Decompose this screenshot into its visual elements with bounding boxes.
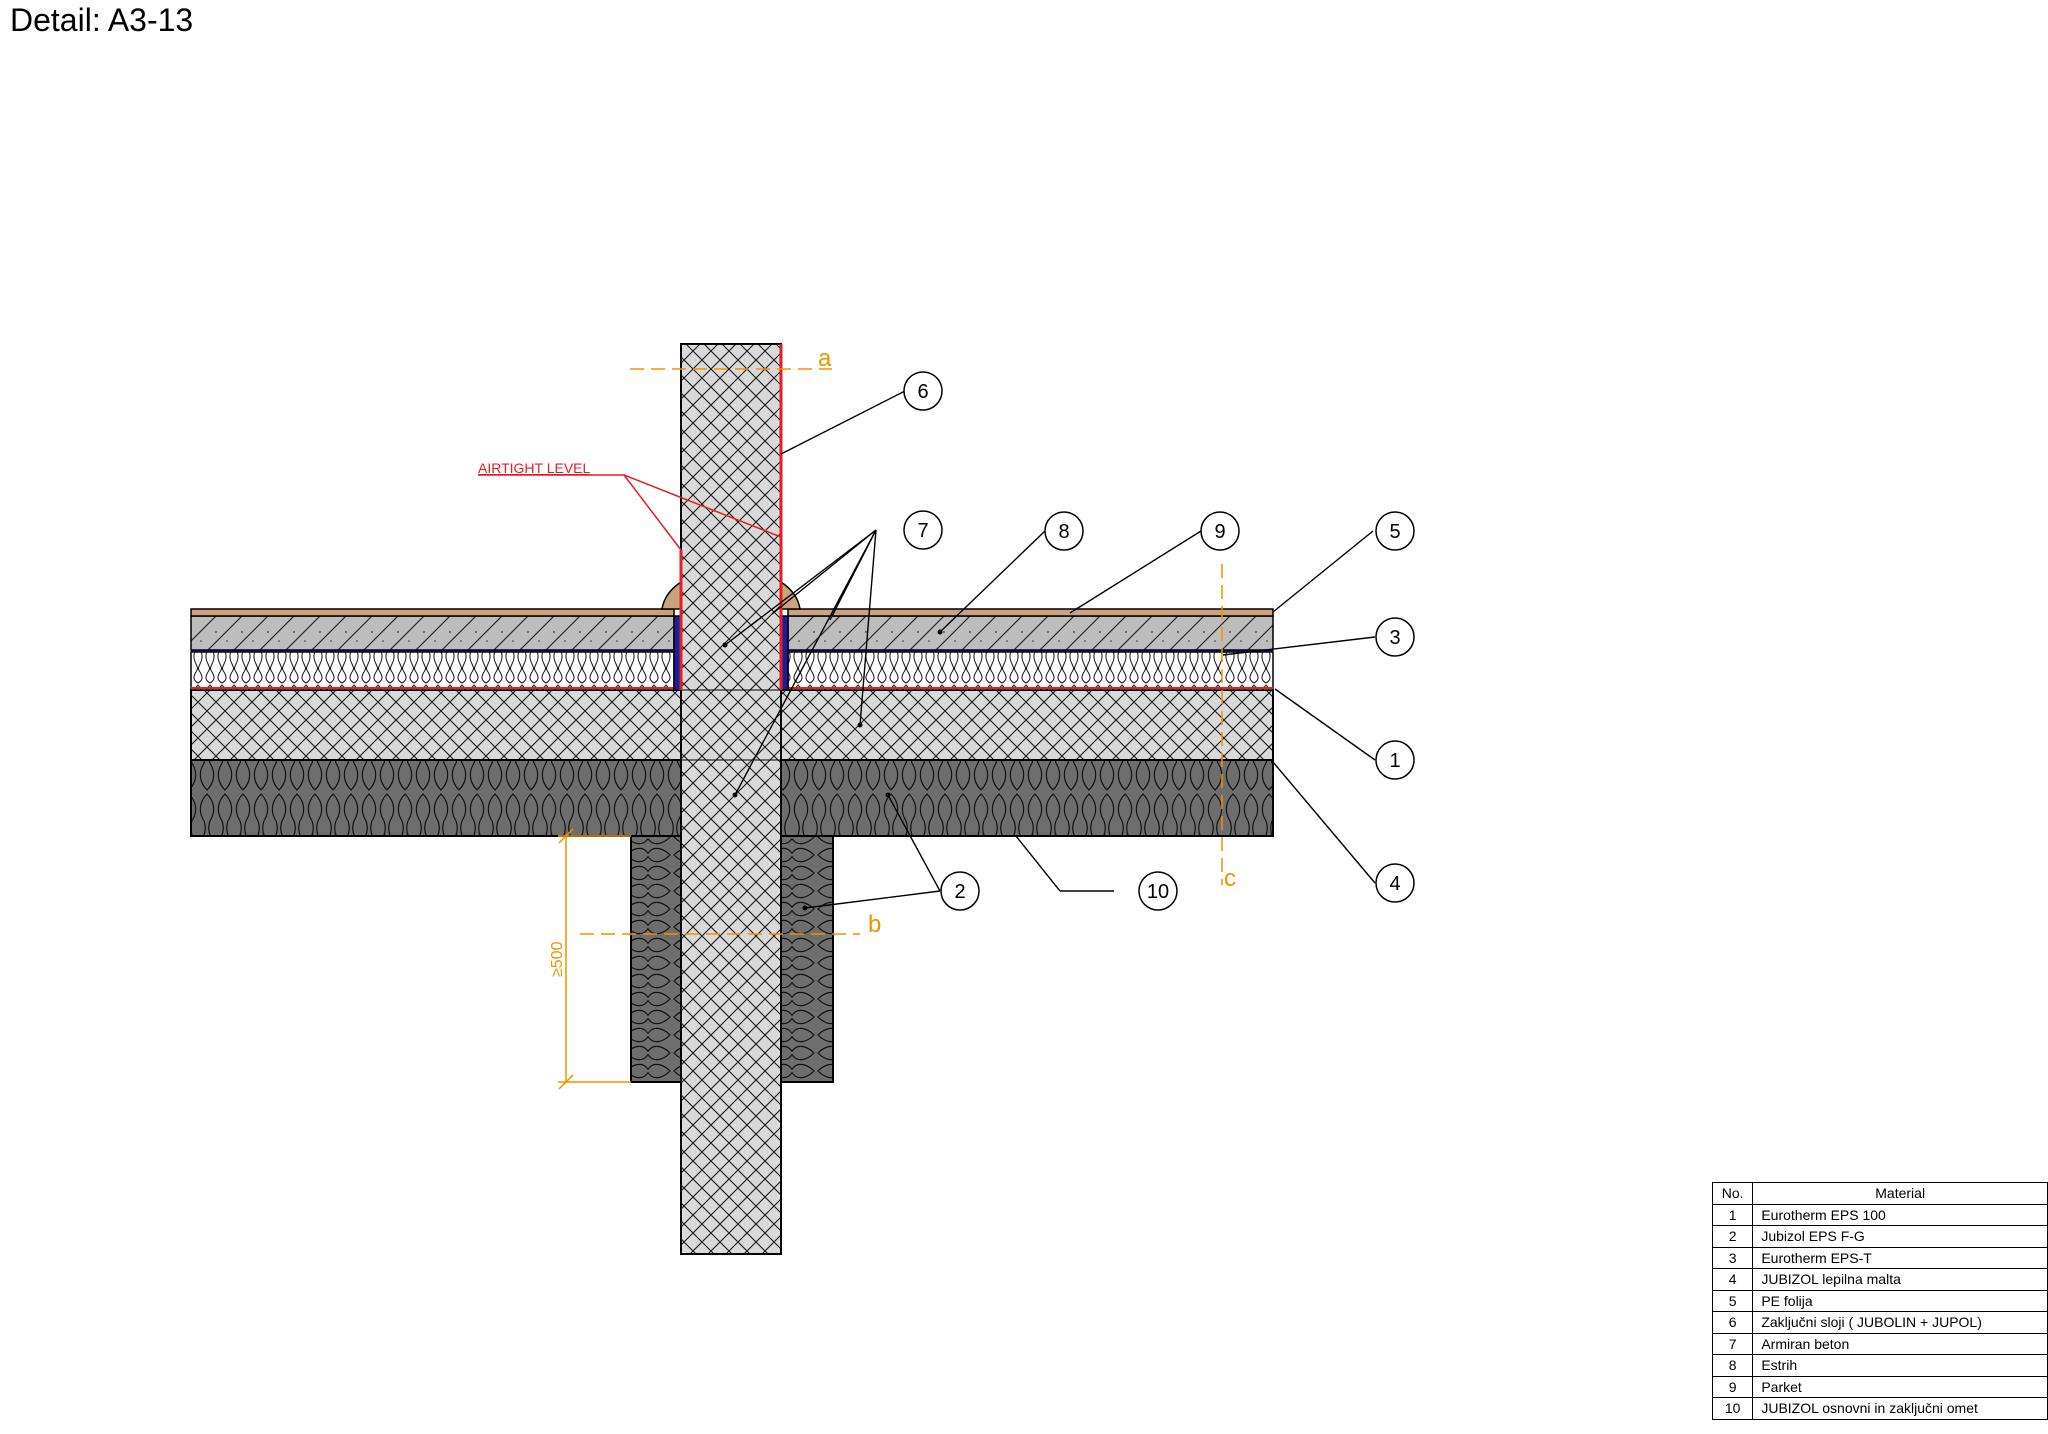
legend-row-no: 5 [1711,1289,1754,1312]
legend-header-material: Material [1752,1182,2048,1205]
legend-row-material: Eurotherm EPS 100 [1752,1203,2048,1226]
callout-bubble-4 [1375,863,1415,903]
callout-bubble-1 [1375,740,1415,780]
legend-row-material: JUBIZOL osnovni in zaključni omet [1752,1397,2048,1420]
callout-number-8: 8 [1058,521,1069,543]
callout-bubble-5 [1375,511,1415,551]
section-mark-c: c [1224,865,1236,892]
legend-row-no: 9 [1711,1375,1754,1398]
legend-header-no: No. [1711,1182,1754,1205]
eps-t-layer-right [787,651,1274,691]
legend-row-no: 4 [1711,1268,1754,1291]
callout-number-4: 4 [1389,873,1400,895]
legend-row-material: Jubizol EPS F-G [1752,1225,2048,1248]
legend-row-no: 7 [1711,1332,1754,1355]
legend-row-material: PE folija [1752,1289,2048,1312]
callout-number-3: 3 [1389,627,1400,649]
legend-row-no: 2 [1711,1225,1754,1248]
legend-row-no: 3 [1711,1246,1754,1269]
insulation-under-slab-left [190,759,682,837]
insulation-under-slab-right [780,759,1274,837]
legend-row-material: JUBIZOL lepilna malta [1752,1268,2048,1291]
callout-number-9: 9 [1214,521,1225,543]
legend-row-material: Eurotherm EPS-T [1752,1246,2048,1269]
dimension-label: ≥500 [549,941,566,977]
concrete-wall [680,343,782,1255]
callout-number-7: 7 [917,520,928,542]
legend-row-no: 1 [1711,1203,1754,1226]
sealant-left [661,580,682,610]
legend-row-material: Estrih [1752,1354,2048,1377]
callout-bubble-9 [1200,511,1240,551]
section-mark-a: a [818,345,832,372]
callout-bubble-2 [940,871,980,911]
wall-insulation-right [780,835,834,1083]
screed-left [190,615,675,651]
callout-number-6: 6 [917,381,928,403]
callout-number-5: 5 [1389,521,1400,543]
eps-t-layer-left [190,651,675,691]
callout-bubble-8 [1044,511,1084,551]
callout-bubble-6 [903,371,943,411]
airtight-label: AIRTIGHT LEVEL [478,460,591,476]
legend-row-no: 6 [1711,1311,1754,1334]
screed-right [787,615,1274,651]
parquet-right [787,608,1274,617]
callout-bubble-3 [1375,617,1415,657]
callout-bubble-7 [903,510,943,550]
section-mark-b: b [868,911,881,938]
legend-row-no: 10 [1711,1397,1754,1420]
legend-header: No. Material [1711,1182,2048,1205]
parquet-left [190,608,675,617]
legend-row-material: Parket [1752,1375,2048,1398]
callout-number-10: 10 [1147,881,1169,903]
legend-row-no: 8 [1711,1354,1754,1377]
wall-insulation-left [630,835,682,1083]
callout-number-2: 2 [954,881,965,903]
callout-bubble-10 [1138,871,1178,911]
page-title: Detail: A3-13 [10,2,194,38]
callout-number-1: 1 [1389,750,1400,772]
legend-row-material: Zaključni sloji ( JUBOLIN + JUPOL) [1752,1311,2048,1334]
legend-row-material: Armiran beton [1752,1332,2048,1355]
